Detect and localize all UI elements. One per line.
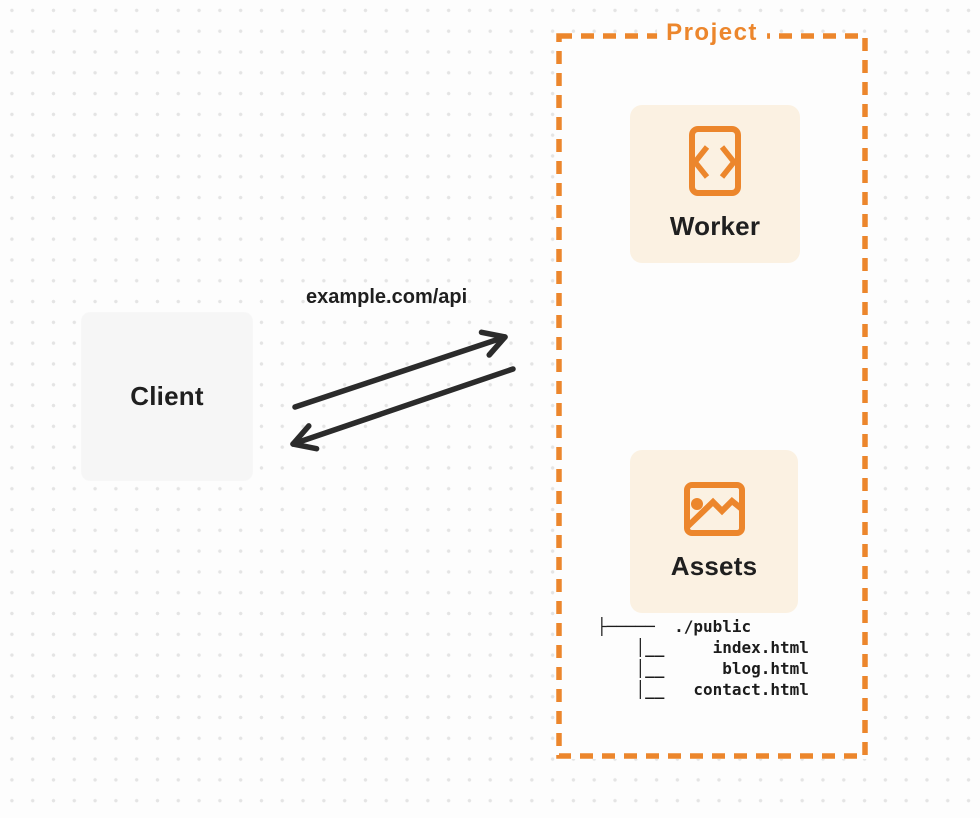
- worker-label: Worker: [669, 211, 761, 241]
- request-url-label: example.com/api: [306, 286, 468, 308]
- response-arrow: [290, 366, 516, 452]
- assets-label: Assets: [670, 550, 758, 581]
- code-file-icon: [689, 126, 741, 196]
- project-label: Project: [657, 18, 767, 48]
- client-node: Client: [82, 313, 252, 480]
- assets-node: Assets: [630, 450, 798, 613]
- assets-file-tree: ├───── ./public │__ index.html │__ blog.…: [597, 617, 809, 699]
- request-arrow: [292, 329, 508, 410]
- project-boundary: Project Worker Assets ├───── ./public: [556, 18, 868, 759]
- worker-node: Worker: [630, 105, 800, 263]
- client-label: Client: [130, 381, 204, 411]
- project-dashed-border: [556, 33, 868, 759]
- image-icon: [683, 481, 745, 536]
